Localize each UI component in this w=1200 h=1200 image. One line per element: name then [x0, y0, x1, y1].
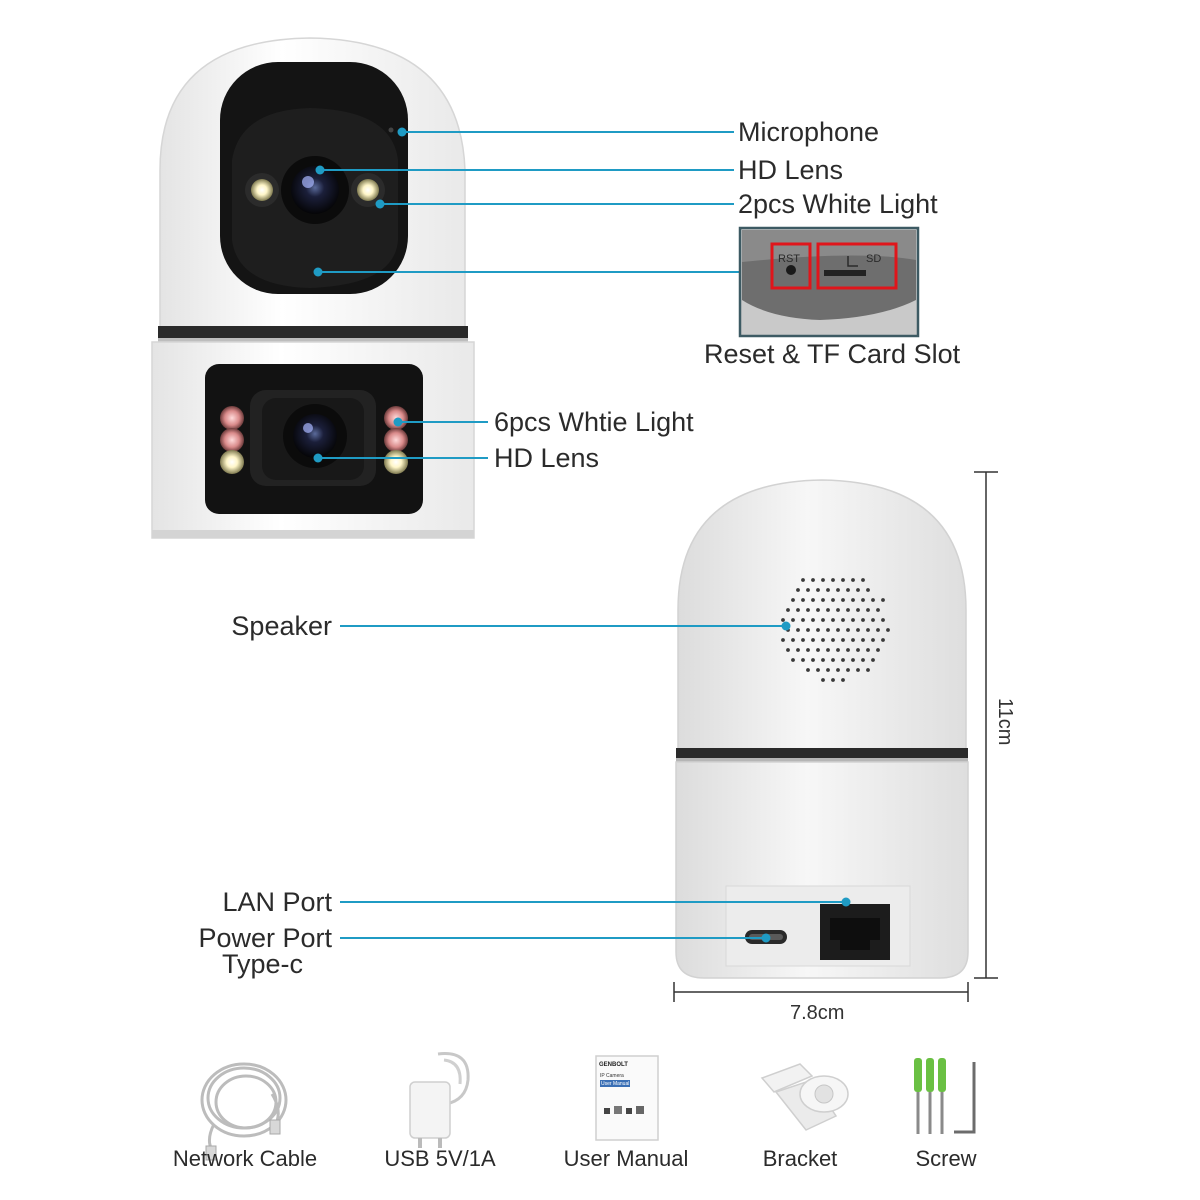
white-light-bottom-label: 6pcs Whtie Light — [494, 407, 694, 437]
tf-slot-icon — [824, 270, 866, 276]
accessory-label-usb-adapter: USB 5V/1A — [384, 1146, 496, 1171]
manual-line1-text: IP Camera — [600, 1073, 624, 1079]
power-port-label: Power Port — [198, 923, 332, 953]
microphone-label: Microphone — [738, 117, 880, 147]
height-dimension-label: 11cm — [994, 698, 1016, 746]
speaker-label: Speaker — [231, 611, 332, 641]
accessory-label-bracket: Bracket — [762, 1146, 838, 1171]
speaker-grille-icon — [781, 578, 890, 682]
front-camera — [151, 37, 475, 539]
accessory-label-user-manual: User Manual — [563, 1146, 689, 1171]
manual-brand-text: GENBOLT — [599, 1062, 628, 1068]
white-light-left-icon — [251, 179, 273, 201]
white-light-right-icon — [357, 179, 379, 201]
accessory-label-screw: Screw — [915, 1146, 977, 1171]
reset-tf-slot-label: Reset & TF Card Slot — [704, 339, 961, 369]
reset-tf-slot-inset: RST SD — [738, 226, 920, 338]
rst-text: RST — [778, 253, 800, 265]
bracket-icon — [760, 1063, 849, 1131]
manual-line2-text: User Manual — [601, 1081, 629, 1087]
screw-icon — [914, 1058, 976, 1134]
white-light-top-label: 2pcs White Light — [738, 189, 938, 219]
dimension-lines — [673, 471, 998, 1002]
network-cable-icon — [200, 1062, 288, 1161]
hd-lens-top-label: HD Lens — [738, 155, 844, 185]
accessory-label-network-cable: Network Cable — [172, 1146, 318, 1171]
front-callout-lines — [313, 127, 740, 463]
hd-lens-bottom-label: HD Lens — [494, 443, 600, 473]
back-camera — [675, 479, 969, 979]
usb-adapter-icon — [409, 1052, 470, 1148]
lan-port-label: LAN Port — [222, 887, 332, 917]
sd-text: SD — [866, 253, 881, 265]
power-type-label: Type-c — [222, 949, 304, 979]
reset-button-icon — [786, 265, 796, 275]
microphone-hole-icon — [388, 127, 394, 133]
reset-highlight-box — [770, 242, 812, 290]
sd-highlight-box — [816, 242, 898, 290]
back-callout-lines — [340, 621, 851, 943]
user-manual-icon: GENBOLT IP Camera User Manual — [595, 1055, 659, 1141]
width-dimension-label: 7.8cm — [790, 1002, 845, 1024]
